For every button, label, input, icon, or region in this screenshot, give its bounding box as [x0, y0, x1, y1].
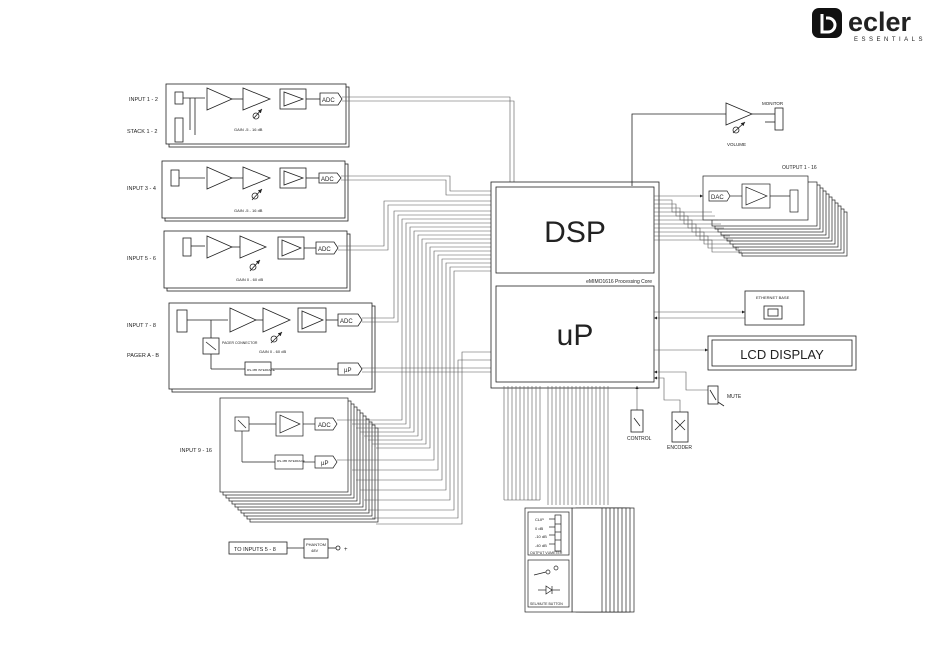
rs485-2-label: RS-485 INTERFACE: [277, 459, 305, 463]
ethernet-block: [744, 290, 805, 326]
phantom-label: PHANTOM: [306, 542, 326, 547]
mute-block: [707, 385, 725, 407]
pager-connector-label: PAGER CONNECTOR: [222, 341, 258, 345]
control-label: CONTROL: [627, 436, 652, 442]
input-1-2-block: [165, 83, 350, 148]
gain-3-label: GAIN 0 - 60 dB: [236, 277, 263, 282]
input-3-4-label: INPUT 3 - 4: [127, 186, 156, 192]
input-3-4-block: [161, 160, 349, 222]
encoder-label: ENCODER: [667, 445, 692, 451]
rs485-1-label: RS-485 INTERFACE: [247, 368, 275, 372]
input-9-16-block: [219, 397, 379, 523]
output-wiring: [635, 194, 745, 412]
output-1-16-label: OUTPUT 1 - 16: [782, 165, 817, 171]
stack-1-2-label: STACK 1 - 2: [127, 129, 157, 135]
output-1-16-block: [702, 175, 848, 257]
dsp-block: [495, 186, 655, 274]
gain-2-label: GAIN -5 - 16 dB: [234, 208, 263, 213]
adc-3-label: ADC: [318, 247, 331, 253]
gain-4-label: GAIN 0 - 60 dB: [259, 349, 286, 354]
meter-level-1-label: 0 dB: [535, 526, 544, 531]
meter-clip-label: CLIP: [535, 517, 544, 522]
monitor-label: MONITOR: [762, 101, 784, 106]
up-block: [495, 285, 655, 383]
volume-label: VOLUME: [727, 142, 746, 147]
control-block: [630, 409, 644, 433]
phantom-block: [228, 538, 341, 559]
ecler-logo: ecler ESSENTIALS: [812, 7, 926, 43]
input-7-8-block: [168, 302, 376, 393]
gain-1-label: GAIN -5 - 16 dB: [234, 127, 263, 132]
up-label: uP: [557, 319, 594, 352]
input-7-8-label: INPUT 7 - 8: [127, 323, 156, 329]
meter-title-label: OUTPUT VUMETER: [530, 551, 563, 555]
logo-wordmark: ecler: [848, 7, 912, 37]
input-9-16-label: INPUT 9 - 16: [180, 448, 212, 454]
encoder-block: [671, 411, 689, 443]
input-5-6-label: INPUT 5 - 6: [127, 256, 156, 262]
input-wiring: [337, 96, 516, 525]
logo-tagline: ESSENTIALS: [854, 37, 926, 43]
meter-level-2-label: -10 dB: [535, 534, 547, 539]
adc-5-label: ADC: [318, 423, 331, 429]
pager-a-b-label: PAGER A - B: [127, 353, 159, 359]
meter-level-3-label: -40 dB: [535, 543, 547, 548]
mute-label: MUTE: [727, 394, 742, 400]
meter-bus-wiring: [503, 386, 609, 505]
vumeter-stack: [524, 507, 635, 613]
ethernet-label: ETHERNET BASE: [756, 295, 790, 300]
adc-4-label: ADC: [340, 319, 353, 325]
dac-label: DAC: [711, 195, 724, 201]
processing-core: [490, 181, 660, 389]
core-label: eMIMO1616 Processing Core: [586, 279, 652, 285]
logo-mark-icon: [812, 8, 842, 38]
adc-1-label: ADC: [322, 98, 335, 104]
lcd-display-block: [707, 335, 857, 371]
phantom-voltage-label: 48V: [311, 548, 318, 553]
dsp-label: DSP: [544, 216, 606, 249]
to-inputs-label: TO INPUTS 5 - 8: [234, 547, 276, 553]
sel-mute-button-label: SEL/MUTE BUTTON: [530, 602, 563, 606]
input-1-2-label: INPUT 1 - 2: [129, 97, 158, 103]
up-2-label: µP: [321, 461, 328, 467]
up-1-label: µP: [344, 368, 351, 374]
adc-2-label: ADC: [321, 177, 334, 183]
phantom-plus-label: +: [344, 547, 348, 553]
lcd-label: LCD DISPLAY: [740, 347, 824, 362]
input-5-6-block: [163, 230, 351, 292]
monitor-block: [631, 102, 784, 186]
